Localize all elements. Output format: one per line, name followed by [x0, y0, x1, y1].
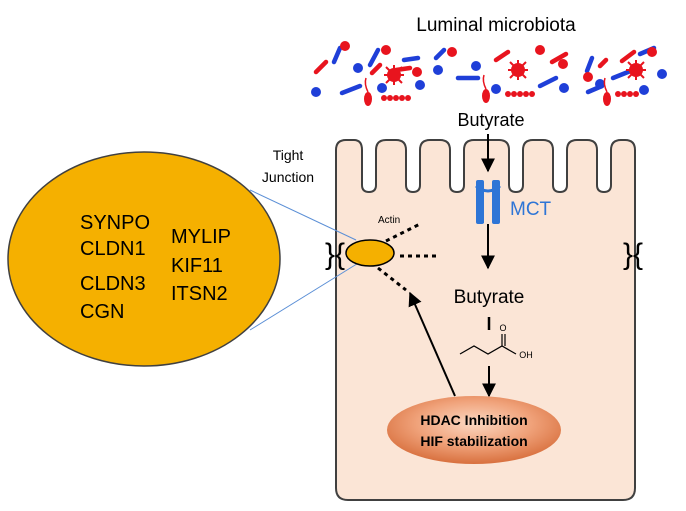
gene-itsn2: ITSN2	[171, 283, 228, 305]
actin-line-bottom	[377, 266, 407, 292]
butyrate-inside-label: Butyrate	[454, 287, 525, 308]
zoom-line-top	[249, 189, 357, 241]
tight-junction-label-line2: Junction	[262, 169, 314, 185]
diagram-title: Luminal microbiota	[416, 15, 576, 36]
actin-line-top	[385, 222, 421, 243]
gene-synpo: SYNPO	[80, 212, 150, 234]
gene-cgn: CGN	[80, 301, 124, 323]
molecule-oh-label: OH	[519, 350, 533, 360]
hdac-to-junction-arrow	[408, 291, 456, 397]
mct-transporter	[475, 180, 501, 224]
hdac-line1: HDAC Inhibition	[420, 412, 527, 428]
microbiota-cluster	[311, 41, 667, 106]
molecule-o-label: O	[499, 323, 506, 333]
gene-cldn1: CLDN1	[80, 238, 146, 260]
tight-junction-label-line1: Tight	[273, 147, 304, 163]
gene-ellipse	[7, 151, 281, 367]
tight-junction-bracket-left: }{	[325, 238, 345, 271]
butyrate-molecule	[459, 334, 517, 355]
butyrate-top-label: Butyrate	[457, 110, 524, 130]
tight-junction-ellipse	[345, 239, 395, 267]
zoom-line-bottom	[249, 261, 361, 331]
hdac-line2: HIF stabilization	[420, 433, 527, 449]
gene-cldn3: CLDN3	[80, 273, 146, 295]
gene-kif11: KIF11	[171, 255, 223, 277]
hdac-ellipse	[387, 396, 561, 464]
mct-label: MCT	[510, 199, 552, 220]
actin-label: Actin	[378, 215, 400, 226]
tight-junction-bracket-right: }{	[623, 238, 643, 271]
gene-mylip: MYLIP	[171, 226, 231, 248]
